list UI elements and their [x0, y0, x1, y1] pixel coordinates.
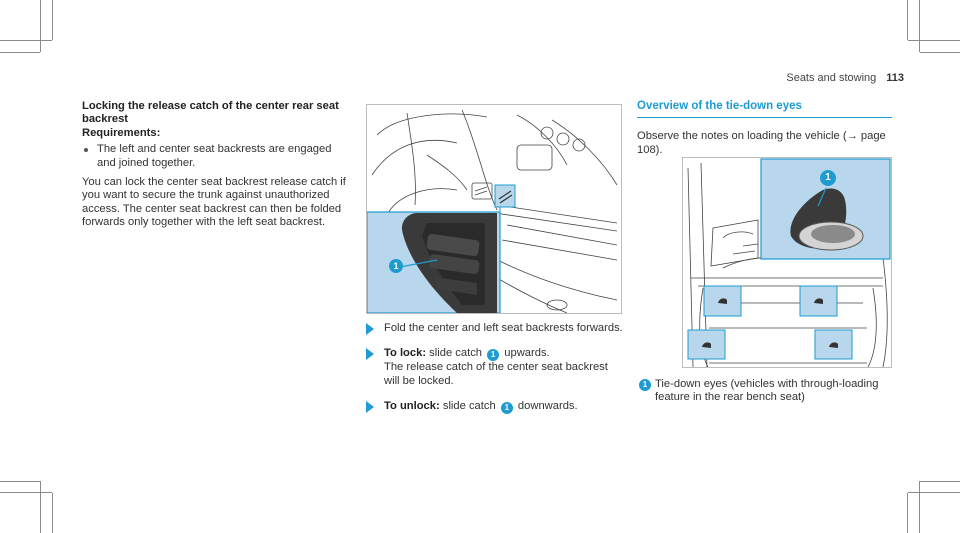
- crop-mark: [919, 0, 920, 52]
- bullet-icon: [84, 148, 88, 153]
- section-heading: Locking the release catch of the center …: [82, 100, 339, 126]
- callout-1: 1: [639, 379, 651, 391]
- steps-list: Fold the center and left seat backrests …: [366, 322, 624, 426]
- step-arrow-icon: [366, 348, 374, 361]
- crop-mark: [0, 492, 52, 493]
- crop-mark: [0, 40, 52, 41]
- callout-1: 1: [389, 259, 403, 273]
- step-text: downwards.: [517, 400, 578, 413]
- step-label: To lock:: [384, 347, 427, 360]
- section-title: Overview of the tie-down eyes: [637, 100, 892, 119]
- step-arrow-icon: [366, 323, 374, 335]
- crop-mark: [52, 0, 53, 40]
- step-text: Fold the center and left seat backrests …: [384, 322, 623, 334]
- crop-mark: [920, 481, 960, 482]
- requirement-item: The left and center seat backrests are e…: [82, 143, 350, 170]
- crop-mark: [0, 481, 40, 482]
- crop-mark: [52, 493, 53, 533]
- crop-mark: [908, 492, 960, 493]
- trunk-illustration: [687, 158, 891, 367]
- seat-backrest-figure: 1: [366, 104, 622, 314]
- legend-text: Tie-down eyes (vehicles with through-loa…: [655, 378, 879, 404]
- page-number: 113: [886, 72, 904, 84]
- running-header: Seats and stowing 113: [786, 72, 904, 85]
- body-text: You can lock the center seat backrest re…: [82, 176, 346, 229]
- crop-mark: [907, 493, 908, 533]
- requirements-label: Requirements:: [82, 126, 161, 139]
- note-text: Observe the notes on loading the vehicle…: [637, 130, 886, 156]
- crop-mark: [40, 481, 41, 533]
- step-text: slide catch: [429, 347, 483, 360]
- callout-1: 1: [487, 349, 500, 362]
- step-item: To unlock: slide catch 1 downwards.: [366, 400, 624, 415]
- tie-down-eyes-figure: 1: [682, 157, 892, 368]
- step-item: To lock: slide catch 1 upwards. The rele…: [366, 347, 624, 388]
- section-name: Seats and stowing: [786, 72, 877, 84]
- seat-backrest-illustration: [367, 109, 618, 313]
- step-text: upwards.: [504, 347, 550, 360]
- figure-legend: 1 Tie-down eyes (vehicles with through-l…: [637, 378, 895, 405]
- left-column: Locking the release catch of the center …: [82, 100, 350, 230]
- step-result: The release catch of the center seat bac…: [384, 361, 608, 387]
- crop-mark: [908, 40, 960, 41]
- crop-mark: [40, 0, 41, 52]
- crop-mark: [0, 52, 40, 53]
- crop-mark: [907, 0, 908, 40]
- callout-1: 1: [820, 170, 836, 186]
- callout-1: 1: [500, 402, 513, 415]
- step-text: slide catch: [442, 400, 496, 413]
- crop-mark: [920, 52, 960, 53]
- requirement-text: The left and center seat backrests are e…: [97, 143, 332, 169]
- right-column: Overview of the tie-down eyes Observe th…: [637, 100, 892, 157]
- step-label: To unlock:: [384, 400, 440, 413]
- crop-mark: [919, 481, 920, 533]
- step-arrow-icon: [366, 401, 374, 414]
- step-item: Fold the center and left seat backrests …: [366, 322, 624, 335]
